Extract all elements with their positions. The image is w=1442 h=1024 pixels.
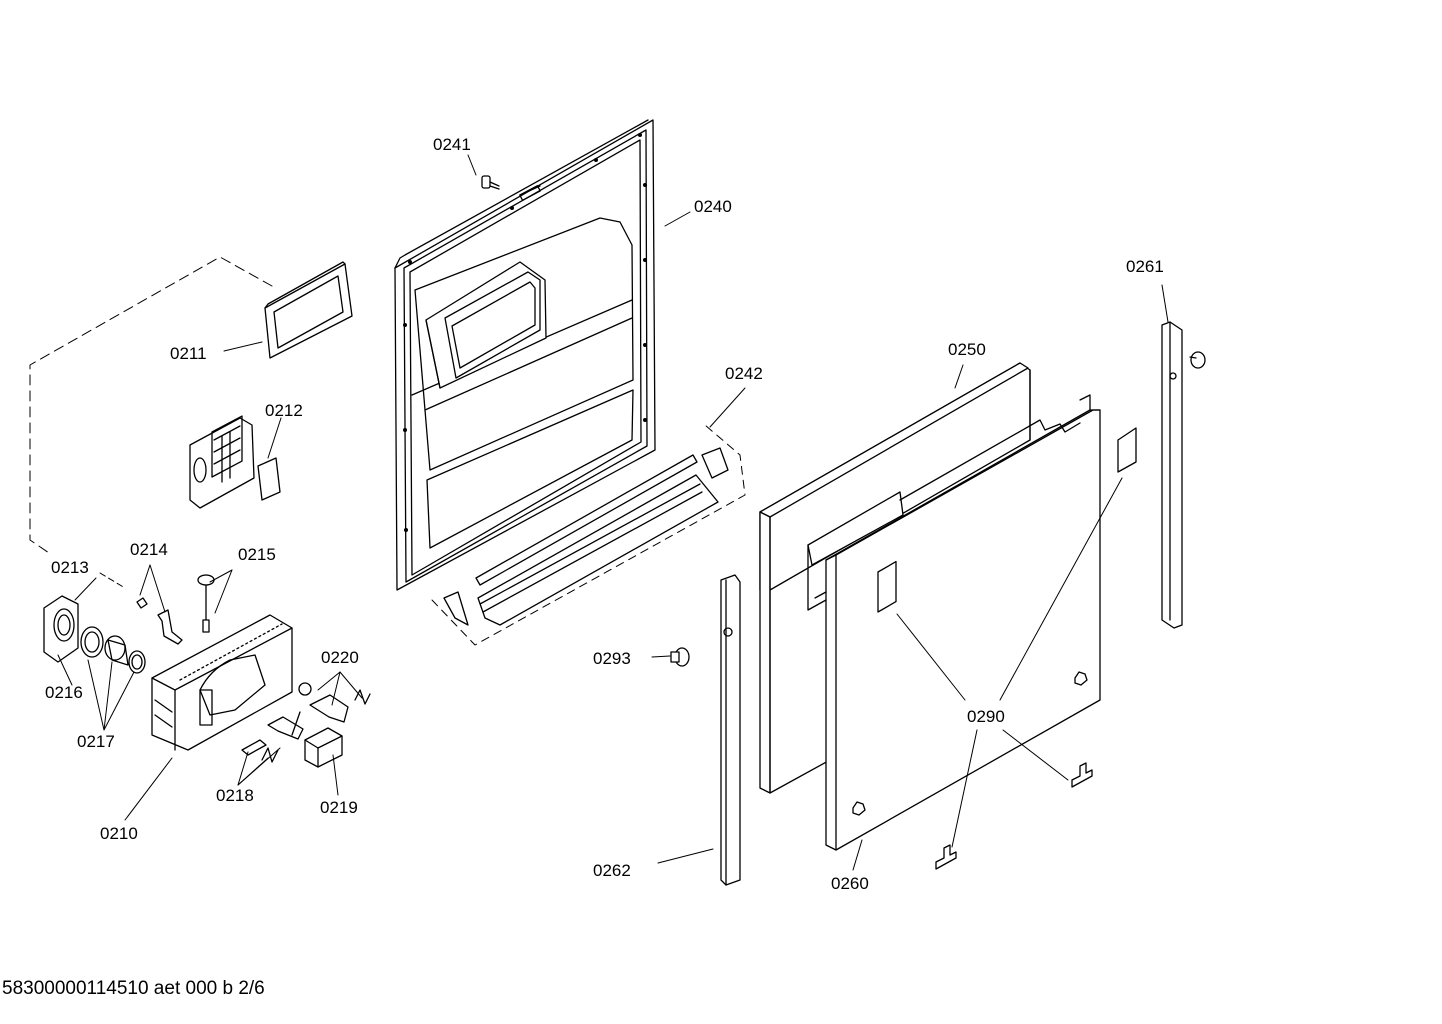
label-0262: 0262 [593,861,631,880]
label-0214: 0214 [130,540,168,559]
part-0212-filter-grid [190,416,280,508]
part-0220-parts [292,690,370,735]
label-0218: 0218 [216,786,254,805]
part-0215-pin [198,575,214,632]
part-0218-springs [242,717,303,762]
part-0219-switch [305,728,342,767]
part-0210-dispenser [152,615,311,750]
leader-lines [57,154,1169,871]
part-0290-pads-and-brackets [936,428,1136,869]
part-0240-inner-door [395,120,655,590]
part-0211-frame [265,262,352,358]
part-0217-rings [81,627,145,673]
part-0216-knob [44,596,78,662]
label-0213: 0213 [51,558,89,577]
part-0262-side-strip [721,575,740,885]
label-0217: 0217 [77,732,115,751]
part-labels: 0241 0240 0242 0211 0212 0213 0214 0215 … [45,135,1164,893]
label-0211: 0211 [170,344,207,363]
label-0260: 0260 [831,874,869,893]
label-0216: 0216 [45,683,83,702]
label-0215: 0215 [238,545,276,564]
label-0241: 0241 [433,135,471,154]
part-0242-bottom-profile [432,425,745,645]
label-0240: 0240 [694,197,732,216]
label-0250: 0250 [948,340,986,359]
label-0212: 0212 [265,401,303,420]
part-0293-plug [671,648,689,666]
label-0219: 0219 [320,798,358,817]
label-0290: 0290 [967,707,1005,726]
label-0220: 0220 [321,648,359,667]
part-0260-front-panel [808,395,1100,850]
part-0261-side-strip [1162,322,1205,628]
part-0214-lever [137,598,182,644]
part-0241-screw [482,176,499,189]
label-0293: 0293 [593,649,631,668]
label-0210: 0210 [100,824,138,843]
label-0242: 0242 [725,364,763,383]
document-id-footer: 58300000114510 aet 000 b 2/6 [2,978,265,999]
label-0261: 0261 [1126,257,1164,276]
